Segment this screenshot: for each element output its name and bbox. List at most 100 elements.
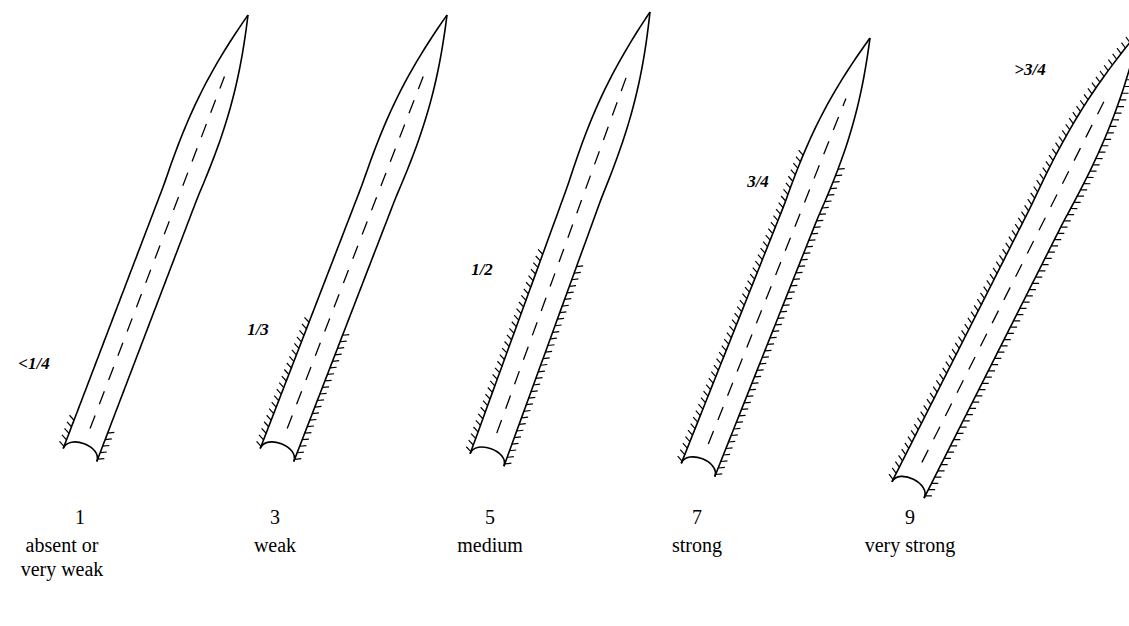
hair (735, 313, 739, 318)
hair (565, 298, 572, 300)
hair (750, 274, 754, 279)
hair (1046, 161, 1050, 166)
hair (977, 299, 981, 304)
midrib (497, 75, 627, 433)
hair (784, 189, 788, 194)
leaf-blade (257, 15, 447, 461)
hair (1073, 112, 1077, 117)
hair (966, 414, 973, 415)
hair (574, 272, 581, 274)
hair (1012, 230, 1016, 235)
hair (1039, 270, 1046, 271)
hair (1090, 171, 1097, 172)
hair (999, 255, 1003, 260)
hair (533, 263, 538, 268)
hair (1113, 54, 1117, 59)
hair (524, 289, 529, 294)
hair (696, 411, 700, 416)
hair (980, 293, 984, 298)
hair (914, 424, 918, 429)
hair (507, 456, 514, 458)
hair (272, 402, 277, 407)
hair (895, 462, 899, 467)
hair (322, 386, 329, 388)
sheath-arch (260, 442, 294, 462)
hair (1088, 88, 1092, 93)
hair (524, 410, 531, 412)
midrib (287, 77, 423, 429)
scale-caption: strong (637, 533, 757, 557)
hair (908, 437, 912, 442)
hair (701, 398, 705, 403)
hair (1015, 224, 1019, 229)
hair (761, 248, 765, 253)
hair (806, 246, 813, 248)
hair (811, 233, 818, 235)
hair (749, 389, 756, 391)
hair (1013, 320, 1020, 321)
hair (941, 464, 948, 465)
hair (982, 383, 989, 384)
hair (962, 330, 966, 335)
hair (693, 417, 697, 422)
hair (680, 450, 684, 455)
hair (968, 318, 972, 323)
hair (332, 360, 339, 362)
hair (98, 458, 105, 460)
hair (766, 235, 770, 240)
hair (776, 209, 780, 214)
hair (991, 364, 998, 365)
hair (1023, 301, 1030, 302)
hair (531, 269, 536, 274)
hair (1128, 72, 1129, 73)
hair (1080, 100, 1084, 105)
hair (987, 280, 991, 285)
scale-number: 7 (677, 505, 717, 529)
hair (330, 367, 337, 369)
hair (788, 291, 795, 293)
hair (557, 318, 564, 320)
hair (536, 256, 541, 261)
hair (726, 447, 733, 449)
hair (955, 343, 959, 348)
hair (1048, 251, 1055, 252)
hair (723, 454, 730, 456)
hair (264, 422, 269, 427)
hair (259, 435, 264, 440)
hair (781, 196, 785, 201)
hair (553, 331, 560, 333)
hair (1117, 106, 1124, 107)
blade-edge (892, 30, 1129, 482)
hair (996, 262, 1000, 267)
hair (905, 443, 909, 448)
hair (1058, 233, 1065, 234)
hair (1115, 113, 1122, 114)
hair (958, 337, 962, 342)
hair (466, 447, 471, 452)
blade-edge (260, 15, 447, 449)
hair (1117, 48, 1121, 53)
hair (711, 372, 715, 377)
hair (1056, 143, 1060, 148)
hair (683, 443, 687, 448)
hair (485, 394, 490, 399)
hair (765, 350, 772, 352)
hair (767, 343, 774, 345)
leaf-blade (889, 30, 1129, 498)
hair (984, 287, 988, 292)
hair (758, 255, 762, 260)
hair (502, 348, 507, 353)
hair (721, 460, 728, 462)
hair (517, 309, 522, 314)
hair (817, 220, 824, 222)
hair (928, 489, 935, 490)
hair (788, 176, 792, 181)
hair (754, 376, 761, 378)
hair (257, 441, 262, 446)
hair (770, 337, 777, 339)
hair (969, 408, 976, 409)
hair (471, 434, 476, 439)
hair (1017, 314, 1024, 315)
hair (1037, 180, 1041, 185)
hair (1102, 145, 1109, 146)
